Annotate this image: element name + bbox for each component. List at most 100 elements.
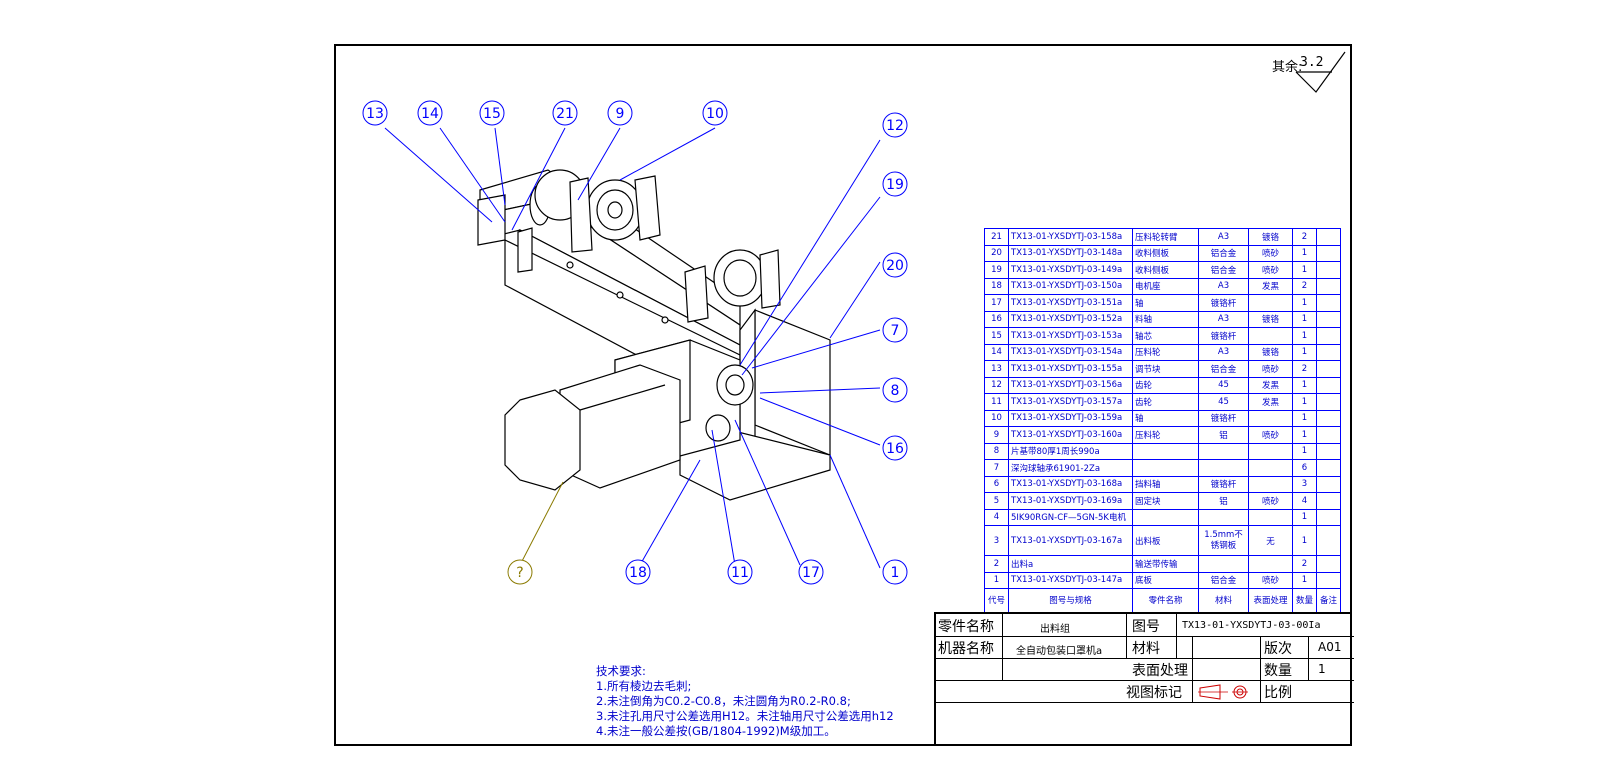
balloon-circle <box>727 559 753 585</box>
bom-cell-no: 13 <box>984 360 1009 378</box>
bom-header-name: 零件名称 <box>1132 588 1199 614</box>
balloon-circle <box>507 559 533 585</box>
bom-cell-qty: 1 <box>1292 343 1317 361</box>
balloon-label: 18 <box>629 565 647 581</box>
drawing-no-label: 图号 <box>1132 619 1160 635</box>
projection-symbol-icon <box>1198 684 1248 700</box>
tech-item: 1.所有棱边去毛刺; <box>596 679 692 693</box>
version-label: 版次 <box>1264 641 1292 657</box>
qty: 1 <box>1318 662 1326 676</box>
bom-cell-note <box>1316 508 1341 526</box>
bom-cell-surface <box>1248 442 1293 460</box>
bom-cell-material: 铝合金 <box>1198 244 1249 262</box>
bom-cell-material <box>1198 459 1249 477</box>
bom-cell-name: 轴 <box>1132 294 1199 312</box>
bom-cell-note <box>1316 475 1341 493</box>
hole <box>566 261 574 269</box>
bom-cell-no: 5 <box>984 492 1009 510</box>
balloon-circle <box>362 100 388 126</box>
bom-cell-qty: 2 <box>1292 277 1317 295</box>
bom-cell-code: TX13-01-YXSDYTJ-03-150a <box>1008 277 1133 295</box>
bom-cell-code: TX13-01-YXSDYTJ-03-154a <box>1008 343 1133 361</box>
drawing-no: TX13-01-YXSDYTJ-03-00Ia <box>1182 620 1321 631</box>
balloon-circle <box>882 559 908 585</box>
bom-cell-no: 11 <box>984 393 1009 411</box>
bom-cell-material: 铝合金 <box>1198 261 1249 279</box>
bom-cell-material <box>1198 508 1249 526</box>
bom-cell-surface: 发黑 <box>1248 277 1293 295</box>
bom-cell-no: 15 <box>984 327 1009 345</box>
bom-cell-no: 20 <box>984 244 1009 262</box>
bom-cell-note <box>1316 244 1341 262</box>
balloon-circle <box>417 100 443 126</box>
bom-cell-name: 压料轮转臂 <box>1132 228 1199 246</box>
bom-cell-code: TX13-01-YXSDYTJ-03-156a <box>1008 376 1133 394</box>
bom-cell-name <box>1132 442 1199 460</box>
bom-cell-qty: 1 <box>1292 409 1317 427</box>
tech-requirements: 技术要求: 1.所有棱边去毛刺; 2.未注倒角为C0.2-C0.8，未注圆角为R… <box>596 664 894 739</box>
material-label: 材料 <box>1132 641 1160 657</box>
assembly-model <box>477 169 831 501</box>
bom-cell-qty: 1 <box>1292 261 1317 279</box>
balloon-label: 9 <box>616 106 625 122</box>
bom-cell-name: 齿轮 <box>1132 393 1199 411</box>
bom-cell-material: 镀铬杆 <box>1198 327 1249 345</box>
adjust-block <box>517 227 533 273</box>
balloon-label: 11 <box>731 565 749 581</box>
bom-cell-no: 14 <box>984 343 1009 361</box>
bom-cell-material <box>1198 442 1249 460</box>
bom-cell-qty: 1 <box>1292 376 1317 394</box>
bom-cell-no: 19 <box>984 261 1009 279</box>
bom-cell-material: A3 <box>1198 277 1249 295</box>
view-label: 视图标记 <box>1126 685 1182 701</box>
bom-cell-surface <box>1248 555 1293 573</box>
bom-cell-code: TX13-01-YXSDYTJ-03-167a <box>1008 525 1133 556</box>
balloon-circle <box>882 112 908 138</box>
bom-cell-code: TX13-01-YXSDYTJ-03-155a <box>1008 360 1133 378</box>
bom-cell-material <box>1198 555 1249 573</box>
bom-cell-surface: 镀铬 <box>1248 343 1293 361</box>
bom-cell-note <box>1316 310 1341 328</box>
bom-cell-material: 1.5mm不锈钢板 <box>1198 525 1249 556</box>
bom-cell-code: TX13-01-YXSDYTJ-03-158a <box>1008 228 1133 246</box>
bom-cell-qty: 1 <box>1292 310 1317 328</box>
bom-cell-no: 12 <box>984 376 1009 394</box>
bom-cell-qty: 3 <box>1292 475 1317 493</box>
bom-cell-no: 6 <box>984 475 1009 493</box>
bom-cell-material: 45 <box>1198 376 1249 394</box>
bom-cell-qty: 1 <box>1292 393 1317 411</box>
balloon-circle <box>625 559 651 585</box>
bom-cell-qty: 1 <box>1292 571 1317 589</box>
bom-cell-qty: 1 <box>1292 294 1317 312</box>
bom-cell-material: A3 <box>1198 343 1249 361</box>
roughness-value: 3.2 <box>1300 55 1323 70</box>
bom-cell-name: 收料侧板 <box>1132 261 1199 279</box>
bracket-right <box>634 175 661 241</box>
balloon-label: 19 <box>886 177 904 193</box>
bom-cell-name: 调节块 <box>1132 360 1199 378</box>
bom-cell-material: 镀铬杆 <box>1198 409 1249 427</box>
bom-cell-surface <box>1248 294 1293 312</box>
bom-cell-note <box>1316 228 1341 246</box>
gear-hub <box>725 374 745 396</box>
hole <box>616 291 624 299</box>
bom-cell-note <box>1316 327 1341 345</box>
bom-cell-note <box>1316 555 1341 573</box>
balloon-circle <box>479 100 505 126</box>
bom-cell-name: 轴芯 <box>1132 327 1199 345</box>
bom-cell-surface: 喷砂 <box>1248 492 1293 510</box>
bom-cell-note <box>1316 426 1341 444</box>
bom-cell-surface: 喷砂 <box>1248 360 1293 378</box>
bom-cell-name: 输送带传输 <box>1132 555 1199 573</box>
balloon-circle <box>882 435 908 461</box>
bom-cell-qty: 2 <box>1292 555 1317 573</box>
leader-lines <box>384 127 881 569</box>
